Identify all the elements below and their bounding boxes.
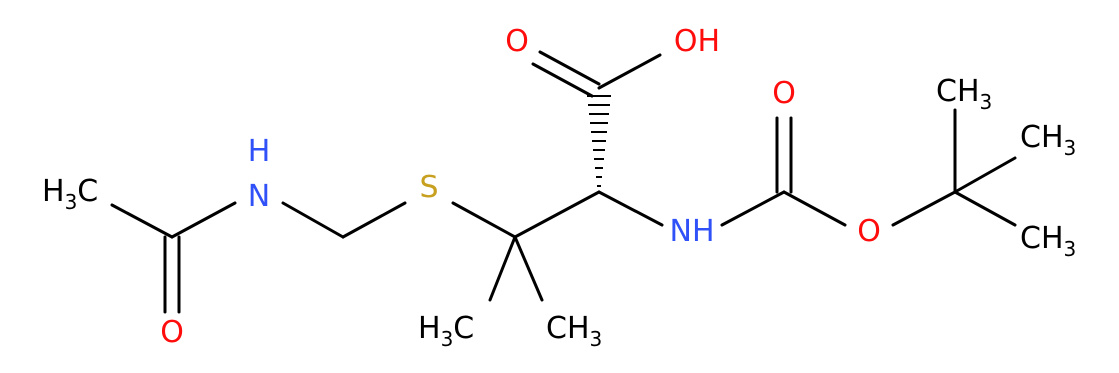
bonds (110, 50, 1017, 314)
bond-acid-oh (597, 53, 662, 90)
bond-c-n-left (170, 201, 237, 239)
ch3-mid-label: CH3 (1020, 120, 1076, 160)
bond-cq-calpha (513, 190, 601, 239)
hashed-wedge-bond (587, 95, 611, 187)
ch3-bottom-center-label: CH3 (546, 311, 602, 351)
bond-cq-ch3-left (488, 235, 517, 302)
s-label: S (419, 170, 438, 205)
bond-acid-co-a (538, 50, 601, 86)
ch3-top-label: CH3 (936, 74, 992, 114)
oh-label: OH (674, 24, 720, 59)
h3c-left-label: H3C (42, 174, 98, 214)
bond-oester-ctbu (891, 190, 957, 227)
h3c-bottom-label: H3C (418, 311, 474, 351)
bond-ch2-s (341, 201, 407, 239)
bond-ccarb-oester (782, 190, 847, 227)
bond-acid-co-b (531, 62, 594, 98)
o-left-label: O (160, 315, 184, 350)
nh-left-h-label: H (248, 134, 271, 169)
bond-calpha-nh (597, 190, 664, 227)
bond-n-ch2 (281, 201, 345, 239)
o-ester-label: O (857, 214, 881, 249)
ch3-bottom-label: CH3 (1020, 221, 1076, 261)
bond-s-cq (451, 201, 517, 239)
o-acid-top-label: O (505, 24, 529, 59)
bond-tbu-ch3-mid (953, 156, 1017, 194)
nh-right-label: NH (670, 214, 715, 249)
bond-ch3-acetyl (110, 203, 174, 239)
bond-cq-ch3-right (513, 235, 544, 302)
bond-tbu-ch3-bottom (953, 190, 1017, 227)
nh-left-n-label: N (248, 179, 270, 214)
bond-nh-ccarb (720, 190, 786, 227)
o-carbonyl-label: O (772, 76, 796, 111)
